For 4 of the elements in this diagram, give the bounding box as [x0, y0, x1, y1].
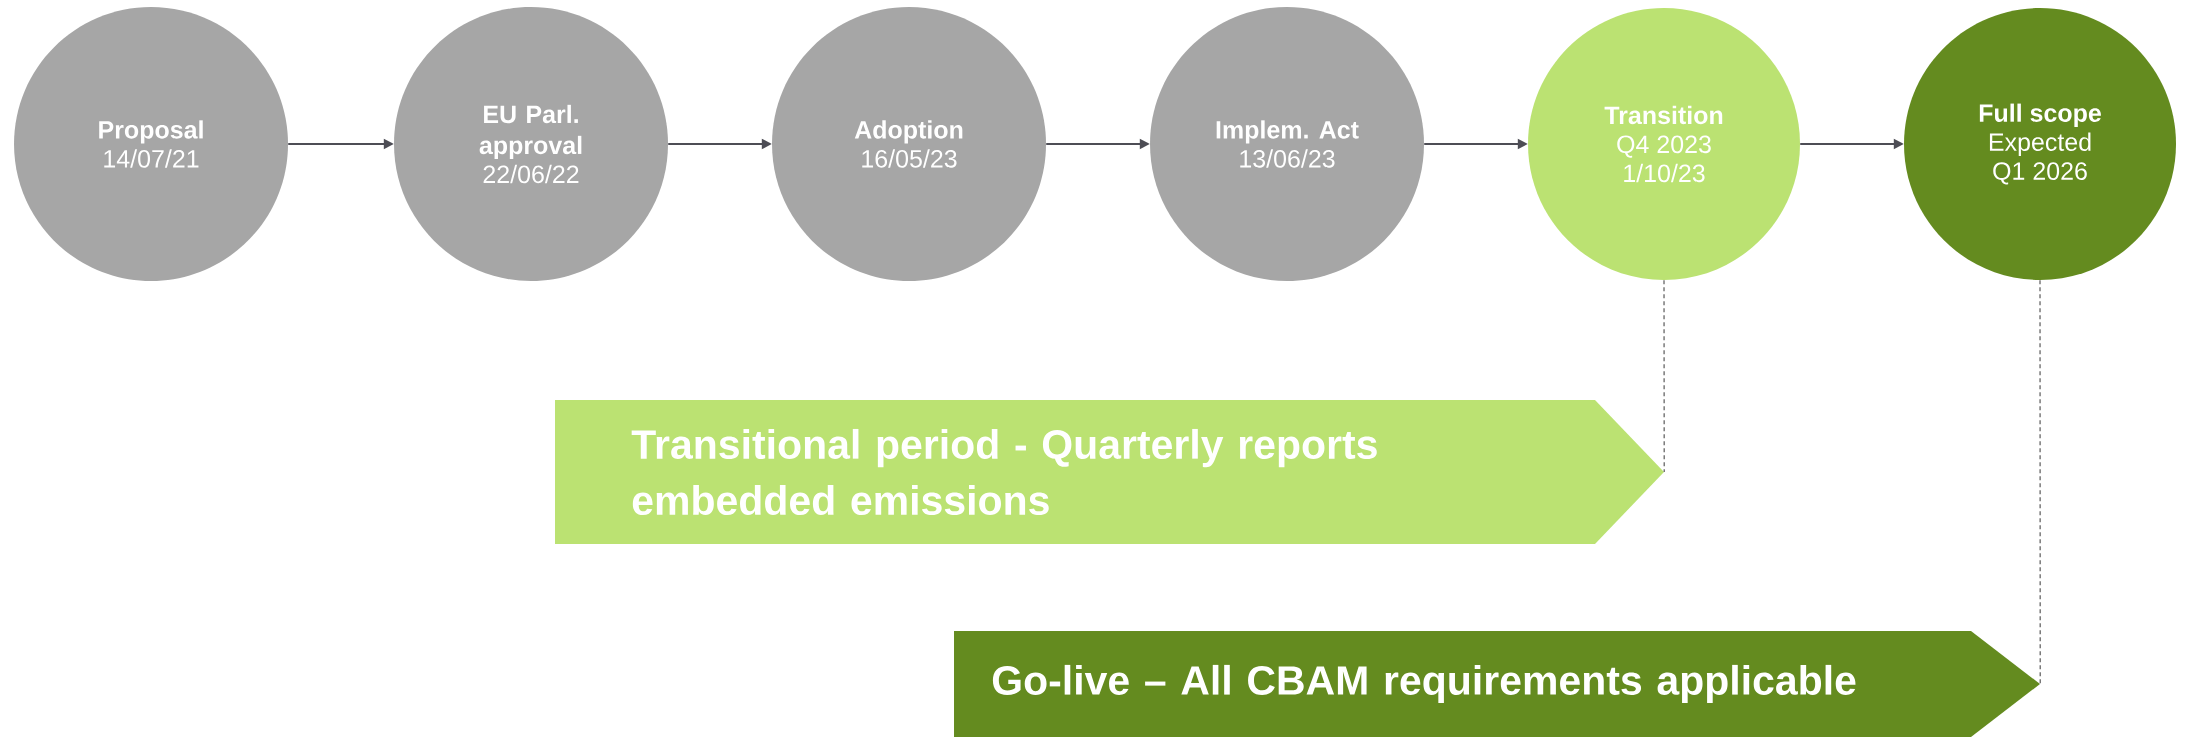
leader-line [2039, 279, 2041, 685]
leader-line [1663, 279, 1665, 473]
chevron-banner: Transitional period - Quarterly reports embedded emissions [555, 400, 1664, 544]
chevron-banner: Go-live – All CBAM requirements applicable [954, 631, 2040, 737]
